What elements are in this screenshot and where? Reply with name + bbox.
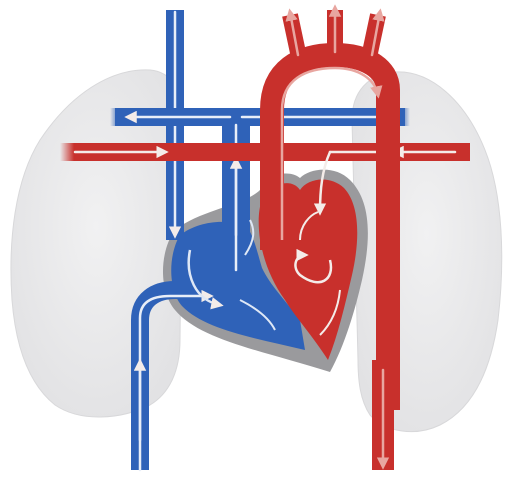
descending-aorta [372, 360, 394, 470]
